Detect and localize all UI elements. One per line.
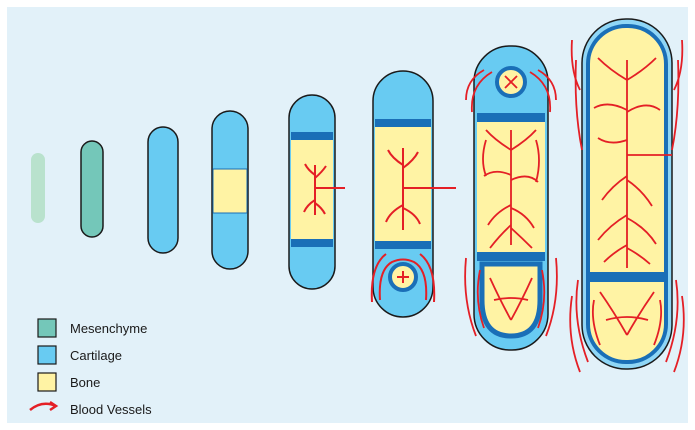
- stage-2-mesenchyme: [81, 141, 103, 237]
- legend-label-mesenchyme: Mesenchyme: [70, 321, 147, 336]
- stage-8-mature-bone: [570, 19, 684, 372]
- legend-swatch-cartilage: [38, 346, 56, 364]
- stage-1-mesenchyme-faint: [31, 153, 45, 223]
- stage-5-primary-ossification: [289, 95, 345, 289]
- legend: Mesenchyme Cartilage Bone Blood Vessels: [30, 319, 152, 417]
- stage-4-cartilage-bone: [212, 111, 248, 269]
- stage-7-secondary-centers: [465, 46, 557, 350]
- legend-label-bone: Bone: [70, 375, 100, 390]
- legend-swatch-bone: [38, 373, 56, 391]
- stage-3-cartilage: [148, 127, 178, 253]
- stage-6-secondary-forming: [372, 71, 456, 317]
- legend-swatch-vessels: [30, 402, 56, 410]
- legend-swatch-mesenchyme: [38, 319, 56, 337]
- legend-label-vessels: Blood Vessels: [70, 402, 152, 417]
- legend-label-cartilage: Cartilage: [70, 348, 122, 363]
